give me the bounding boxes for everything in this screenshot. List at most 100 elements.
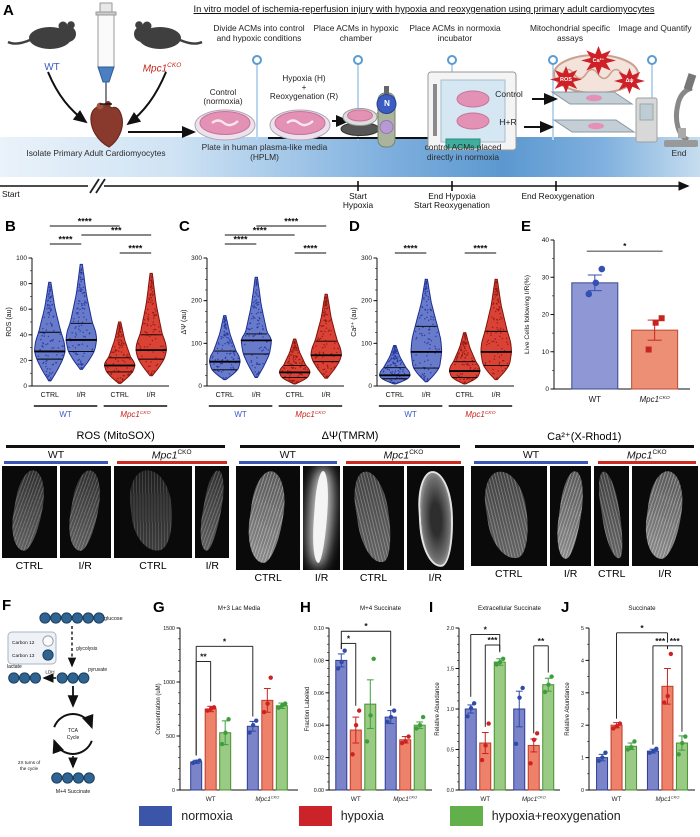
genotype-label: Mpc1CKO <box>626 448 667 462</box>
legend-label: normoxia <box>181 809 233 823</box>
svg-text:Ca²⁺ (au): Ca²⁺ (au) <box>350 307 358 336</box>
svg-text:CTRL: CTRL <box>111 392 129 399</box>
svg-text:Mpc1CKO: Mpc1CKO <box>120 410 150 419</box>
svg-text:Mpc1CKO: Mpc1CKO <box>295 410 325 419</box>
bar <box>190 761 203 791</box>
svg-text:CTRL: CTRL <box>286 392 304 399</box>
svg-text:Mpc1CKO: Mpc1CKO <box>393 795 417 803</box>
genotype-label: WT <box>522 448 540 461</box>
panel-label-b: B <box>5 218 16 235</box>
nitrogen-tank-icon <box>376 86 397 148</box>
genotype-underline <box>116 461 227 464</box>
genotype-label: WT <box>279 448 296 461</box>
svg-text:Mpc1CKO: Mpc1CKO <box>522 795 546 803</box>
svg-text:M+3 Lac Media: M+3 Lac Media <box>218 605 261 612</box>
svg-text:Mpc1CKO: Mpc1CKO <box>656 795 680 803</box>
condition-label: CTRL <box>495 567 523 580</box>
svg-text:0.00: 0.00 <box>314 788 324 794</box>
svg-text:0.06: 0.06 <box>314 691 324 697</box>
condition-label: I/R <box>314 571 329 584</box>
genotype-label: WT <box>47 448 65 461</box>
violin <box>135 272 167 377</box>
panel-a-title: In vitro model of ischemia-reperfusion i… <box>193 4 655 14</box>
svg-text:CTRL: CTRL <box>456 392 474 399</box>
svg-text:40: 40 <box>20 332 28 339</box>
bar <box>399 739 412 791</box>
condition-label: CTRL <box>139 559 167 572</box>
legend-swatch <box>139 806 173 826</box>
svg-text:1.5: 1.5 <box>447 667 454 673</box>
svg-text:0: 0 <box>368 383 372 390</box>
micrograph <box>302 465 341 570</box>
wt-mouse-icon <box>7 21 76 49</box>
svg-text:****: **** <box>303 244 318 254</box>
bar <box>246 725 259 791</box>
svg-text:0.5: 0.5 <box>447 748 454 754</box>
svg-text:0: 0 <box>545 386 549 393</box>
svg-text:CTRL: CTRL <box>216 392 234 399</box>
bar-chart-extracellular-succinate: Extracellular Succinate0.00.51.01.52.0Re… <box>435 605 560 803</box>
svg-text:0.08: 0.08 <box>314 658 324 664</box>
incubator-icon <box>427 71 517 151</box>
genotype-underline <box>4 460 108 464</box>
condition-label: I/R <box>658 567 672 580</box>
svg-text:WT: WT <box>206 796 216 803</box>
condition-label: I/R <box>563 567 578 580</box>
genotype-row: WT Mpc1CKO <box>234 449 465 464</box>
band-end-label: End <box>671 148 687 158</box>
micrograph <box>113 465 193 558</box>
svg-text:WT: WT <box>234 410 247 419</box>
violin <box>480 278 512 381</box>
svg-text:I/R: I/R <box>492 392 501 399</box>
condition-label: I/R <box>78 559 92 572</box>
svg-text:**: ** <box>200 651 207 661</box>
micrograph <box>631 465 698 566</box>
control-arrow-label: Control <box>495 89 523 99</box>
svg-text:****: **** <box>128 244 143 254</box>
micrograph <box>594 465 629 566</box>
bar <box>335 659 348 791</box>
cko-mouse-icon <box>134 21 203 49</box>
svg-text:****: **** <box>473 244 488 254</box>
svg-text:Live Cells following I/R(%): Live Cells following I/R(%) <box>524 275 531 354</box>
svg-text:I/R: I/R <box>77 392 86 399</box>
bar <box>384 716 397 791</box>
bar <box>625 745 638 791</box>
micrograph <box>2 465 57 558</box>
svg-text:I/R: I/R <box>322 392 331 399</box>
svg-text:0.04: 0.04 <box>314 723 324 729</box>
svg-text:***: *** <box>670 636 681 646</box>
violin <box>34 281 66 382</box>
legend-item: hypoxia <box>298 806 384 826</box>
svg-text:I/R: I/R <box>252 392 261 399</box>
timeline-axis <box>0 178 690 194</box>
ros-burst-icon: ROS <box>550 66 582 93</box>
svg-text:4: 4 <box>581 658 584 664</box>
svg-text:TCA: TCA <box>68 728 79 734</box>
svg-text:20: 20 <box>20 357 28 364</box>
svg-text:****: **** <box>284 217 299 227</box>
legend-label: hypoxia <box>340 809 384 823</box>
title-underline <box>474 445 694 448</box>
bar-chart-m4-succinate: M+4 Succinate0.000.020.040.060.080.10Fra… <box>305 605 432 803</box>
svg-text:100: 100 <box>191 340 202 347</box>
svg-text:I/R: I/R <box>422 392 431 399</box>
svg-text:100: 100 <box>361 340 372 347</box>
calcium-burst-icon: Ca²⁺ <box>581 46 616 75</box>
genotype-label: Mpc1CKO <box>383 448 424 462</box>
panel-label-j: J <box>561 599 570 616</box>
svg-text:Extracellular Succinate: Extracellular Succinate <box>478 605 541 612</box>
svg-text:***: *** <box>655 636 666 646</box>
micrograph <box>195 465 230 558</box>
legend-item: hypoxia+reoxygenation <box>449 806 621 826</box>
syringe-icon <box>95 2 117 108</box>
svg-text:ROS (au): ROS (au) <box>6 307 13 337</box>
